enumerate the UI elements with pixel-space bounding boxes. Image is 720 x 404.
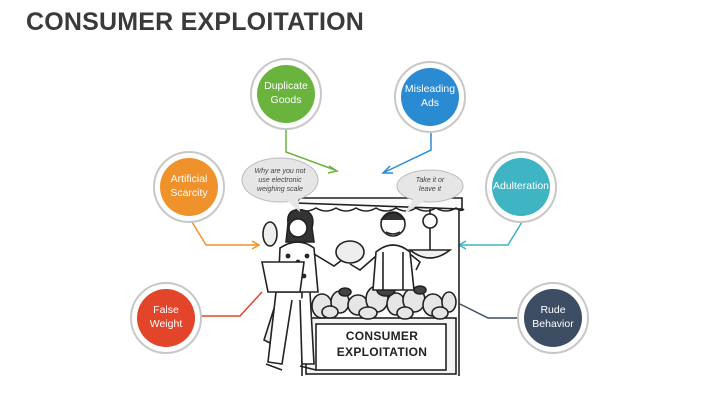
vendor-figure bbox=[349, 211, 422, 291]
vendor-speech-text: Take it or leave it bbox=[415, 177, 445, 193]
connector-rude-behavior bbox=[459, 303, 518, 319]
node-false-weight-label: False Weight bbox=[137, 289, 195, 347]
node-misleading-ads-label: Misleading Ads bbox=[401, 68, 459, 126]
vendor-speech-bubble bbox=[396, 169, 464, 203]
connector-adulteration bbox=[460, 221, 523, 246]
connector-misleading-ads bbox=[384, 133, 432, 173]
node-adulteration: Adulteration bbox=[485, 151, 557, 223]
customer-speech-bubble bbox=[241, 157, 319, 203]
connector-duplicate-goods bbox=[285, 130, 336, 171]
connector-artificial-scarcity bbox=[188, 216, 258, 246]
node-artificial-scarcity-label: Artificial Scarcity bbox=[160, 158, 218, 216]
node-false-weight: False Weight bbox=[130, 282, 202, 354]
node-artificial-scarcity: Artificial Scarcity bbox=[153, 151, 225, 223]
slide-title: CONSUMER EXPLOITATION bbox=[26, 8, 365, 36]
node-adulteration-label: Adulteration bbox=[492, 158, 550, 216]
speech-bubbles bbox=[241, 157, 464, 214]
node-rude-behavior-label: Rude Behavior bbox=[524, 289, 582, 347]
connector-false-weight bbox=[200, 291, 263, 317]
customer-speech-text: Why are you not use electronic weighing … bbox=[254, 168, 306, 193]
node-rude-behavior: Rude Behavior bbox=[517, 282, 589, 354]
node-duplicate-goods-label: Duplicate Goods bbox=[257, 65, 315, 123]
node-duplicate-goods: Duplicate Goods bbox=[250, 58, 322, 130]
node-misleading-ads: Misleading Ads bbox=[394, 61, 466, 133]
stall-sign: CONSUMER EXPLOITATION bbox=[336, 329, 428, 360]
